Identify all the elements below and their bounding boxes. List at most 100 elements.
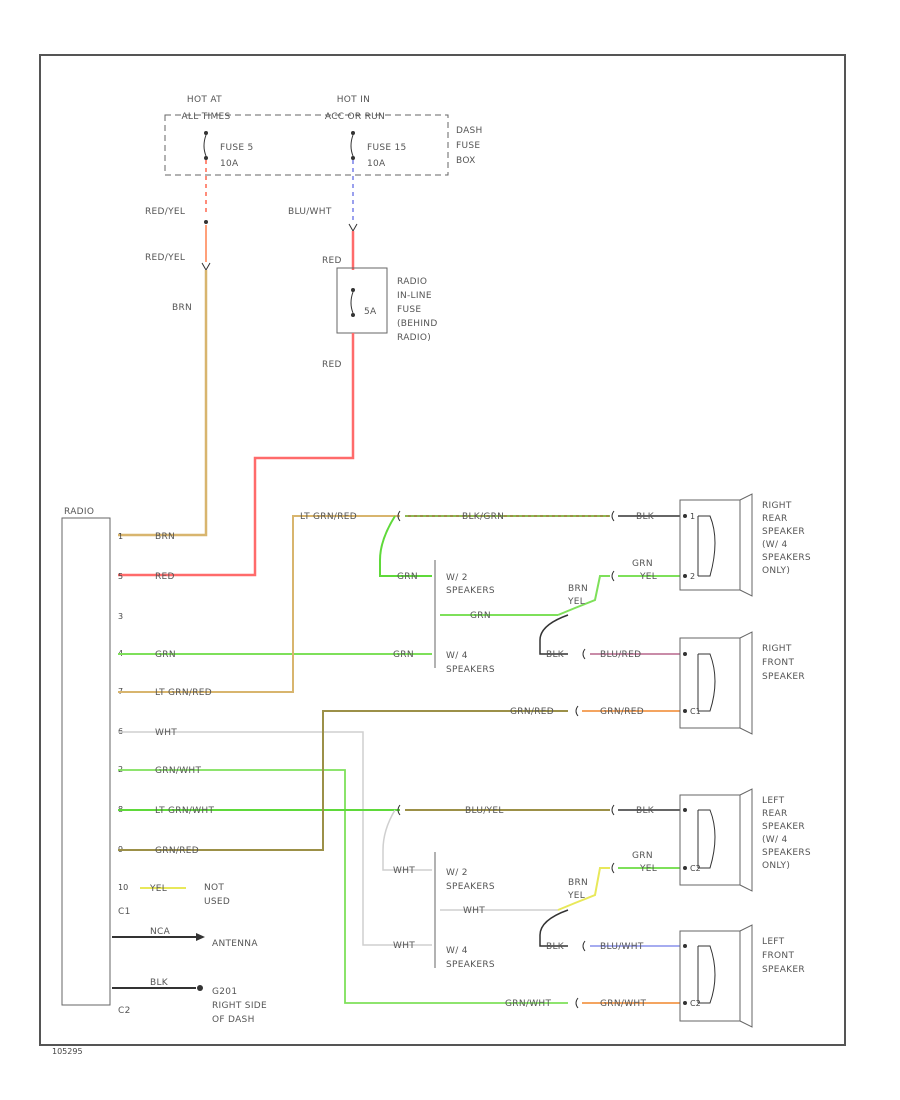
wire-label-brn-yel: BRN YEL <box>567 584 591 607</box>
inline-fuse-rating: 5A <box>364 307 377 317</box>
wire-blk-crossover-lower <box>539 909 569 947</box>
svg-text:2: 2 <box>690 572 695 581</box>
diagram-frame <box>39 54 846 1046</box>
left-rear-speaker-label: LEFT REAR SPEAKER (W/ 4 SPEAKERS ONLY) <box>762 796 814 871</box>
wire-label-red-yel-bottom: RED/YEL <box>145 253 185 263</box>
wire-label-grn-wht: GRN/WHT <box>155 766 201 776</box>
right-rear-speaker: 1 2 <box>679 493 753 597</box>
wire-blk-crossover <box>539 614 569 655</box>
wire-label-blu-yel: BLU/YEL <box>465 806 504 816</box>
diagram-code: 105295 <box>52 1047 83 1056</box>
wire-label-grn-branch: GRN <box>397 572 418 582</box>
connector-c-symbol <box>201 262 211 272</box>
radio-pin: 5 <box>118 572 123 581</box>
left-rear-speaker: C2 <box>679 788 753 892</box>
connector-c-symbol <box>397 510 401 522</box>
dash-fuse-box-label: DASH FUSE BOX <box>456 126 486 166</box>
connector-c-symbol <box>611 804 615 816</box>
inline-fuse-box <box>336 267 388 334</box>
hot-in-acc-run-label: HOT IN ACC OR RUN <box>325 95 385 122</box>
svg-text:C1: C1 <box>690 707 701 716</box>
svg-text:C2: C2 <box>690 999 701 1008</box>
wire-label-grn-splice: GRN <box>470 611 491 621</box>
right-rear-speaker-label: RIGHT REAR SPEAKER (W/ 4 SPEAKERS ONLY) <box>762 501 814 576</box>
left-front-speaker: C2 <box>679 924 753 1028</box>
wire-label-grn: GRN <box>632 559 653 569</box>
wire-label-yel: YEL <box>639 572 657 582</box>
fuse-5-label: FUSE 5 10A <box>220 143 257 169</box>
radio-box <box>61 517 111 1006</box>
wire-red-to-radio <box>118 333 355 577</box>
fuse-15 <box>350 131 355 160</box>
right-front-speaker-label: RIGHT FRONT SPEAKER <box>762 644 805 682</box>
ground-label: G201 RIGHT SIDE OF DASH <box>212 987 270 1025</box>
connector-c-symbol <box>575 705 579 717</box>
left-front-speaker-label: LEFT FRONT SPEAKER <box>762 937 805 975</box>
wire-label-blu-wht: BLU/WHT <box>600 942 644 952</box>
right-front-speaker: C1 <box>679 631 753 735</box>
wire-label-lt-grn-red: LT GRN/RED <box>155 688 212 698</box>
hot-at-all-times-label: HOT AT ALL TIMES <box>181 95 230 122</box>
wire-label-blk: BLK <box>636 512 655 522</box>
wire-label-yel: YEL <box>149 884 167 894</box>
wire-wht <box>118 731 432 946</box>
wire-brn-yel-crossover <box>557 575 610 616</box>
connector-c-symbol <box>611 570 615 582</box>
radio-pin: 10 <box>118 883 128 892</box>
wire-label-grn: GRN <box>632 851 653 861</box>
wire-label-wht: WHT <box>393 941 415 951</box>
wire-label-grn: GRN <box>155 650 176 660</box>
wire-label-lt-grn-red-top: LT GRN/RED <box>300 512 357 522</box>
fuse-5 <box>203 131 208 160</box>
w2-speakers-label-lower: W/ 2 SPEAKERS <box>446 868 495 892</box>
wire-label-blk: BLK <box>546 942 565 952</box>
radio-connector-c2: C2 <box>118 1006 131 1016</box>
connector-c-symbol <box>611 862 615 874</box>
wire-label-grn-red: GRN/RED <box>600 707 644 717</box>
antenna-label: ANTENNA <box>212 939 258 949</box>
wire-grn-wht <box>118 769 568 1004</box>
wire-grn-red <box>118 710 568 851</box>
wire-label-red-top: RED <box>322 256 342 266</box>
wire-label-blk-grn: BLK/GRN <box>462 512 504 522</box>
wire-label-grn: GRN <box>393 650 414 660</box>
w4-speakers-label-upper: W/ 4 SPEAKERS <box>446 651 495 675</box>
wire-label-blk: BLK <box>546 650 565 660</box>
wire-label-nca: NCA <box>150 927 171 937</box>
wire-label-red-mid: RED <box>322 360 342 370</box>
wire-label-grn-wht: GRN/WHT <box>505 999 551 1009</box>
not-used-label: NOT USED <box>204 883 230 907</box>
wire-lt-grn-red <box>118 515 400 693</box>
w2-speakers-label-upper: W/ 2 SPEAKERS <box>446 573 495 596</box>
radio-pin: 3 <box>118 612 123 621</box>
connector-c-symbol <box>582 648 586 660</box>
wire-brn-yel-crossover-lower <box>557 867 610 911</box>
w4-speakers-label-lower: W/ 4 SPEAKERS <box>446 946 495 970</box>
radio-pin: 1 <box>118 532 123 541</box>
antenna-arrow <box>196 933 205 941</box>
svg-text:1: 1 <box>690 512 695 521</box>
connector-pin <box>204 220 208 224</box>
wire-label-blk: BLK <box>636 806 655 816</box>
connector-c-symbol <box>582 940 586 952</box>
wire-label-grn-wht: GRN/WHT <box>600 999 646 1009</box>
wire-label-brn: BRN <box>155 532 175 542</box>
svg-text:C2: C2 <box>690 864 701 873</box>
wire-label-blk: BLK <box>150 978 169 988</box>
dash-fuse-box <box>164 114 449 176</box>
inline-fuse-label: RADIO IN-LINE FUSE (BEHIND RADIO) <box>397 277 441 343</box>
wire-label-red: RED <box>155 572 175 582</box>
radio-title: RADIO <box>64 507 94 517</box>
wire-label-lt-grn-wht: LT GRN/WHT <box>155 806 214 816</box>
wire-label-wht: WHT <box>393 866 415 876</box>
wire-label-brn-yel: BRN YEL <box>567 878 591 901</box>
wire-grn-branch <box>379 515 432 577</box>
wire-brn-to-radio <box>118 270 208 537</box>
connector-c-symbol <box>348 223 358 233</box>
wire-label-wht: WHT <box>463 906 485 916</box>
wire-label-yel: YEL <box>639 864 657 874</box>
radio-connector-c1: C1 <box>118 907 131 917</box>
wire-wht-branch <box>382 809 432 871</box>
wire-label-brn-top: BRN <box>172 303 192 313</box>
